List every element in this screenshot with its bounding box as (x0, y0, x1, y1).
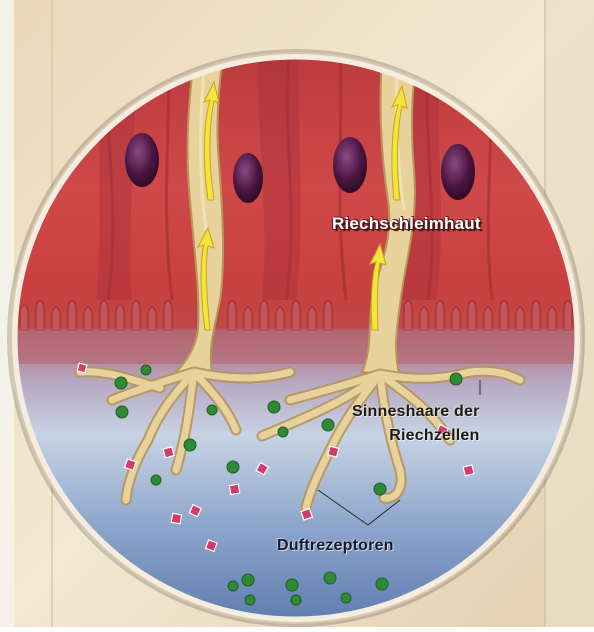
basal-layer (0, 328, 594, 364)
sensory-hairs-label-line1: Sinneshaare der (352, 400, 480, 424)
cell-nucleus (125, 133, 159, 187)
cell-nucleus (333, 137, 367, 193)
sensory-hairs-label: Sinneshaare der Riechzellen (352, 400, 480, 448)
mucosa-label: Riechschleimhaut (332, 214, 481, 234)
cell-nucleus (233, 153, 263, 203)
receptors-label: Duftrezeptoren (277, 537, 394, 555)
sensory-hairs-label-line2: Riechzellen (352, 424, 480, 448)
cell-nucleus (441, 144, 475, 200)
